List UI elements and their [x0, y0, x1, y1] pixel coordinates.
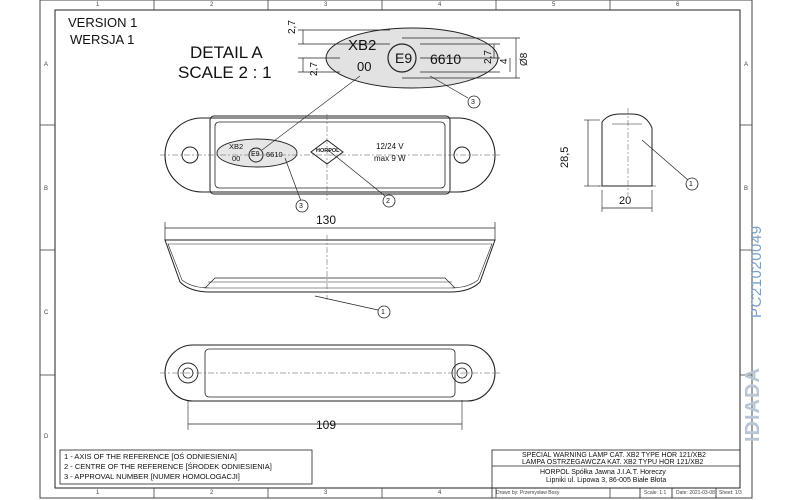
callout-3-lamp: 3	[299, 203, 303, 210]
callout-3-detail: 3	[471, 99, 475, 106]
dim-mount-spacing: 109	[316, 418, 337, 432]
grid-row-b: B	[44, 186, 49, 192]
version-label: VERSION 1	[68, 15, 138, 30]
callout-2: 2	[386, 198, 390, 205]
detail-approval-mark: E9	[395, 50, 413, 66]
company-address: Lipniki ul. Lipowa 3, 86-005 Białe Błota	[546, 477, 667, 484]
horpol-logo: HORPOL	[316, 148, 340, 154]
grid-col-2: 2	[210, 2, 214, 8]
grid-col-1-bottom: 1	[96, 490, 100, 496]
dim-detail-top: 2,7	[287, 20, 298, 34]
detail-a-view	[298, 27, 520, 109]
grid-col-4: 4	[438, 2, 442, 8]
outer-frame	[39, 0, 753, 499]
lamp-side-profile	[584, 108, 699, 212]
detail-title: DETAIL A	[190, 43, 263, 62]
dim-detail-bottom: 2,7	[309, 62, 320, 76]
lamp-marking-00: 00	[232, 154, 241, 163]
company-name: HORPOL Spółka Jawna J.I.A.T. Horeczy	[540, 469, 666, 476]
title-en: SPECIAL WARNING LAMP CAT. XB2 TYPE HOR 1…	[522, 452, 706, 459]
grid-col-4-bottom: 4	[438, 490, 442, 496]
lamp-marking-xb2: XB2	[229, 142, 244, 151]
title-block	[491, 449, 741, 498]
title-pl: LAMPA OSTRZEGAWCZA KAT. XB2 TYPU HOR 121…	[522, 459, 704, 466]
lamp-front-view	[164, 222, 496, 319]
detail-approval-number: 6610	[430, 51, 462, 67]
lamp-top-view	[160, 75, 500, 213]
grid-row-c: C	[44, 310, 49, 316]
detail-scale: SCALE 2 : 1	[178, 63, 272, 82]
callout-1-front: 1	[381, 309, 385, 316]
dim-length: 130	[316, 213, 337, 227]
lamp-approval-number: 6610	[266, 150, 283, 159]
legend-item-1: 1 - AXIS OF THE REFERENCE [OŚ ODNIESIENI…	[64, 452, 237, 461]
grid-col-5: 5	[552, 2, 556, 8]
grid-col-3-bottom: 3	[324, 490, 328, 496]
inner-frame	[54, 9, 741, 489]
document-code: PC21020049	[748, 225, 765, 318]
dim-detail-diameter: Ø8	[519, 52, 530, 66]
lamp-bottom-view	[160, 344, 500, 430]
detail-marking-xb2: XB2	[348, 37, 377, 54]
detail-marking-00: 00	[357, 59, 372, 74]
dim-detail-right-b: 4	[499, 58, 510, 64]
legend-item-3: 3 - APPROVAL NUMBER [NUMER HOMOLOGACJI]	[64, 472, 240, 481]
date-value: Date: 2021-03-08	[676, 490, 715, 496]
grid-col-2-bottom: 2	[210, 490, 214, 496]
drawn-by: Drawn by: Przemysław Bosy	[496, 490, 560, 496]
grid-row-a: A	[44, 62, 49, 68]
grid-col-1: 1	[96, 2, 100, 8]
version-label-pl: WERSJA 1	[70, 32, 135, 47]
idiada-logo: IDIADA	[742, 367, 764, 442]
dim-depth: 20	[619, 195, 632, 207]
dim-detail-right-a: 2,7	[483, 50, 494, 64]
lamp-voltage: 12/24 V	[376, 142, 404, 151]
callout-1-side: 1	[689, 181, 693, 188]
grid-row-b-right: B	[744, 186, 749, 192]
grid-col-6: 6	[676, 2, 680, 8]
legend-item-2: 2 - CENTRE OF THE REFERENCE [ŚRODEK ODNI…	[64, 462, 272, 471]
grid-row-a-right: A	[744, 62, 749, 68]
scale-value: Scale: 1:1	[644, 490, 667, 496]
sheet-value: Sheet: 1/3	[719, 490, 742, 496]
grid-col-3: 3	[324, 2, 328, 8]
grid-row-d: D	[44, 434, 49, 440]
legend-box	[59, 449, 313, 485]
lamp-power: max 9 W	[374, 154, 406, 163]
lamp-approval-mark: E9	[251, 151, 260, 158]
dim-height: 28,5	[559, 146, 571, 168]
